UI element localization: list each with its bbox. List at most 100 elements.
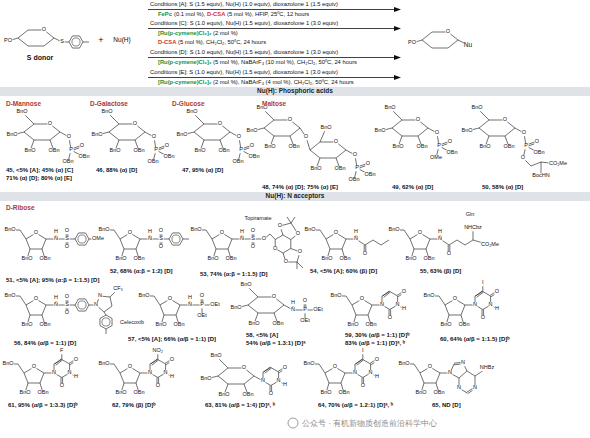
atom-label: P — [524, 143, 529, 149]
bond-line — [291, 217, 295, 223]
atom-label: O — [59, 383, 64, 389]
atom-label: O — [401, 289, 406, 295]
atom-label: H — [240, 229, 245, 235]
yield-caption: 47, 95% (α) [D] — [182, 167, 223, 174]
atom-label: OEt — [300, 318, 310, 324]
atom-label: BnO — [246, 128, 258, 134]
atom-label: OBn — [242, 392, 254, 398]
ring-bond — [75, 299, 89, 311]
atom-label: O — [64, 310, 69, 316]
yield-caption: 71% (α) [D]; 80% (α) [E] — [6, 175, 72, 182]
atom-label: O — [155, 383, 160, 389]
yield-caption: 62, 79% (β) [D]ᵇ — [112, 402, 156, 409]
bond-line — [467, 371, 475, 376]
atom-label: P — [437, 143, 442, 149]
atom-label: O — [502, 117, 507, 123]
reaction-arrow — [148, 57, 396, 58]
atom-label: O — [452, 296, 457, 302]
atom-label: BnO — [186, 109, 198, 115]
atom-label: BnO — [388, 227, 400, 233]
atom-label: O — [415, 117, 420, 123]
atom-label: NHCbz — [464, 225, 483, 231]
yield-caption: 50, 58% (α) [D] — [482, 184, 523, 191]
atom-label: N — [98, 293, 103, 299]
atom-label: O — [283, 259, 288, 265]
bond-line — [18, 364, 24, 373]
ring-bond — [392, 120, 428, 136]
bond-line — [320, 230, 326, 239]
atom-label: O — [359, 296, 364, 302]
atom-label: O — [47, 121, 52, 127]
bond-line — [457, 240, 465, 245]
atom-label: O — [427, 364, 432, 370]
bond-line — [439, 296, 445, 305]
catalyst-text: [Ru(p-cymene)Cl₂]₂ — [158, 59, 211, 66]
atom-label: OBn — [446, 150, 458, 156]
atom-label: O — [169, 357, 174, 363]
aromatic-ring — [172, 235, 180, 243]
atom-label: O — [158, 244, 163, 250]
bond-line — [404, 230, 410, 239]
atom-label: O — [277, 223, 282, 229]
condition-text: (5 mol %), HFIP, 25ºC, 12 hours — [227, 11, 309, 18]
atom-label: BnO — [440, 322, 452, 328]
atom-label: OEt — [197, 313, 207, 319]
atom-label: O — [33, 230, 38, 236]
yield-caption: 61, 95% (α/β = 1:3.3) [D]ᵇ — [8, 402, 78, 409]
atom-label: BnO — [91, 132, 103, 138]
atom-label: O — [302, 298, 307, 304]
section-band: Nu(H): N acceptors — [0, 192, 590, 201]
bond-line — [152, 360, 159, 365]
atom-label: O — [167, 296, 172, 302]
atom-label: OBn — [225, 256, 237, 262]
reaction-arrow — [148, 28, 396, 29]
bond-line — [206, 230, 212, 239]
atom-label: OBn — [78, 154, 90, 160]
atom-label: BnO — [321, 256, 333, 262]
atom-label: BnO — [320, 390, 332, 396]
atom-label: O — [445, 29, 450, 35]
atom-label: O — [333, 139, 338, 145]
catalyst-text: FePc — [158, 11, 172, 18]
bond-line — [265, 368, 272, 373]
atom-label: BnO — [230, 305, 242, 311]
bond-line — [270, 234, 275, 240]
atom-label: N — [163, 370, 168, 376]
atom-label: OBn — [533, 150, 545, 156]
atom-label: BnO — [374, 128, 386, 134]
atom-label: BnO — [176, 132, 188, 138]
yield-caption: 46, 88% (α) [D] — [96, 167, 137, 174]
atom-label: BnO — [303, 361, 315, 367]
atom-label: N — [54, 302, 59, 308]
atom-label: BnO — [207, 256, 219, 262]
atom-label: H — [74, 374, 79, 380]
bond-line — [20, 296, 26, 305]
atom-label: O — [236, 134, 241, 140]
atom-label: H — [438, 229, 443, 235]
atom-label: N — [291, 307, 296, 313]
atom-label: N — [473, 302, 478, 308]
atom-label: O — [33, 296, 38, 302]
atom-label: BnO — [423, 293, 435, 299]
compound-name: Gln — [466, 211, 475, 217]
atom-label: OBn — [133, 390, 145, 396]
atom-label: H — [375, 374, 380, 380]
condition-text: (2 mol %), NaBArF₄ (4 mol %), CH₂Cl₂, 50… — [213, 79, 354, 86]
atom-label: O — [271, 294, 276, 300]
atom-label: O — [64, 244, 69, 250]
atom-label: OBn — [348, 177, 360, 183]
bond-line — [459, 371, 467, 378]
atom-label: P — [355, 165, 360, 171]
atom-label: O — [332, 364, 337, 370]
ring-bond — [75, 233, 89, 245]
atom-label: O — [480, 315, 485, 321]
atom-label: BnO — [24, 148, 36, 154]
atom-label: I — [362, 348, 365, 354]
atom-label: H — [188, 295, 193, 301]
bond-line — [465, 240, 473, 245]
atom-label: O — [303, 134, 308, 140]
atom-label: S — [65, 302, 70, 308]
atom-label: OBn — [433, 390, 445, 396]
atom-label: CO₂Me — [480, 242, 499, 248]
bond-line — [114, 364, 120, 373]
